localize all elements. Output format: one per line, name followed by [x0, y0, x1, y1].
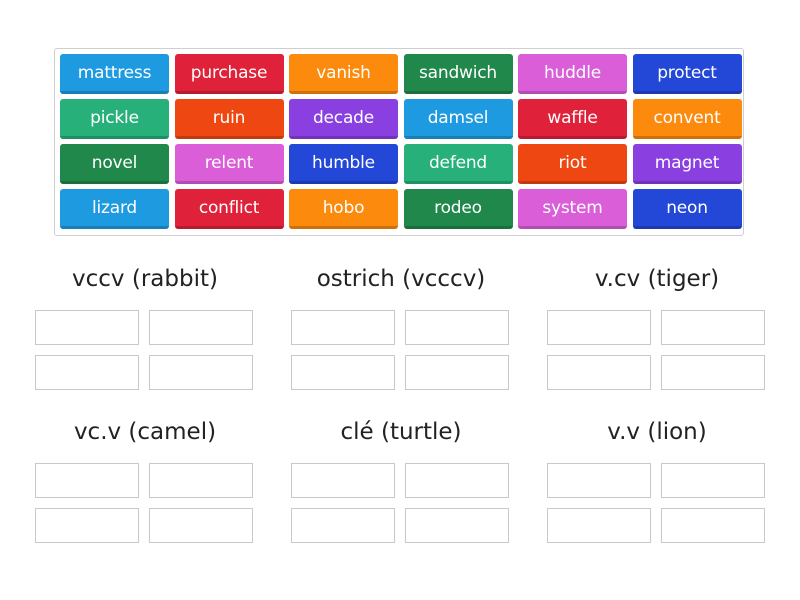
- word-tile-vanish[interactable]: vanish: [289, 54, 398, 94]
- word-tile-riot[interactable]: riot: [518, 144, 627, 184]
- group-title: vc.v (camel): [73, 419, 217, 445]
- word-tile-rodeo[interactable]: rodeo: [403, 189, 513, 229]
- drop-slot[interactable]: [547, 508, 651, 543]
- word-tile-hobo[interactable]: hobo: [289, 189, 398, 229]
- word-tile-waffle[interactable]: waffle: [518, 99, 627, 139]
- drop-slot[interactable]: [661, 508, 765, 543]
- drop-slot[interactable]: [149, 508, 253, 543]
- drop-slot[interactable]: [547, 310, 651, 345]
- word-tile-mattress[interactable]: mattress: [60, 54, 169, 94]
- drop-slot[interactable]: [547, 463, 651, 498]
- word-tile-pickle[interactable]: pickle: [60, 99, 169, 139]
- word-tile-neon[interactable]: neon: [632, 189, 742, 229]
- word-tile-huddle[interactable]: huddle: [518, 54, 627, 94]
- drop-slot[interactable]: [291, 463, 395, 498]
- word-tile-lizard[interactable]: lizard: [60, 189, 169, 229]
- drop-slot[interactable]: [405, 463, 509, 498]
- drop-slot[interactable]: [291, 310, 395, 345]
- group-title: vccv (rabbit): [72, 266, 218, 292]
- drop-slot[interactable]: [149, 355, 253, 390]
- word-tile-novel[interactable]: novel: [60, 144, 169, 184]
- word-tile-system[interactable]: system: [518, 189, 627, 229]
- drop-slot[interactable]: [405, 355, 509, 390]
- drop-slot[interactable]: [291, 508, 395, 543]
- drop-slot[interactable]: [405, 310, 509, 345]
- word-tile-ruin[interactable]: ruin: [174, 99, 284, 139]
- word-tile-humble[interactable]: humble: [289, 144, 398, 184]
- drop-slot[interactable]: [661, 463, 765, 498]
- drop-slot[interactable]: [35, 463, 139, 498]
- word-tile-conflict[interactable]: conflict: [174, 189, 284, 229]
- word-tile-magnet[interactable]: magnet: [632, 144, 742, 184]
- group-title: ostrich (vcccv): [316, 266, 486, 292]
- word-tile-defend[interactable]: defend: [403, 144, 513, 184]
- word-tile-sandwich[interactable]: sandwich: [403, 54, 513, 94]
- drop-slot[interactable]: [35, 508, 139, 543]
- word-tile-relent[interactable]: relent: [174, 144, 284, 184]
- word-tile-decade[interactable]: decade: [289, 99, 398, 139]
- drop-slot[interactable]: [661, 310, 765, 345]
- word-tile-purchase[interactable]: purchase: [174, 54, 284, 94]
- drop-slot[interactable]: [547, 355, 651, 390]
- drop-slot[interactable]: [291, 355, 395, 390]
- drop-slot[interactable]: [149, 310, 253, 345]
- drop-slot[interactable]: [35, 310, 139, 345]
- group-title: clé (turtle): [340, 419, 462, 445]
- drop-slot[interactable]: [405, 508, 509, 543]
- word-tile-protect[interactable]: protect: [632, 54, 742, 94]
- word-tile-convent[interactable]: convent: [632, 99, 742, 139]
- drop-slot[interactable]: [149, 463, 253, 498]
- drop-slot[interactable]: [35, 355, 139, 390]
- drop-slot[interactable]: [661, 355, 765, 390]
- word-tile-damsel[interactable]: damsel: [403, 99, 513, 139]
- group-title: v.cv (tiger): [594, 266, 720, 292]
- group-title: v.v (lion): [607, 419, 707, 445]
